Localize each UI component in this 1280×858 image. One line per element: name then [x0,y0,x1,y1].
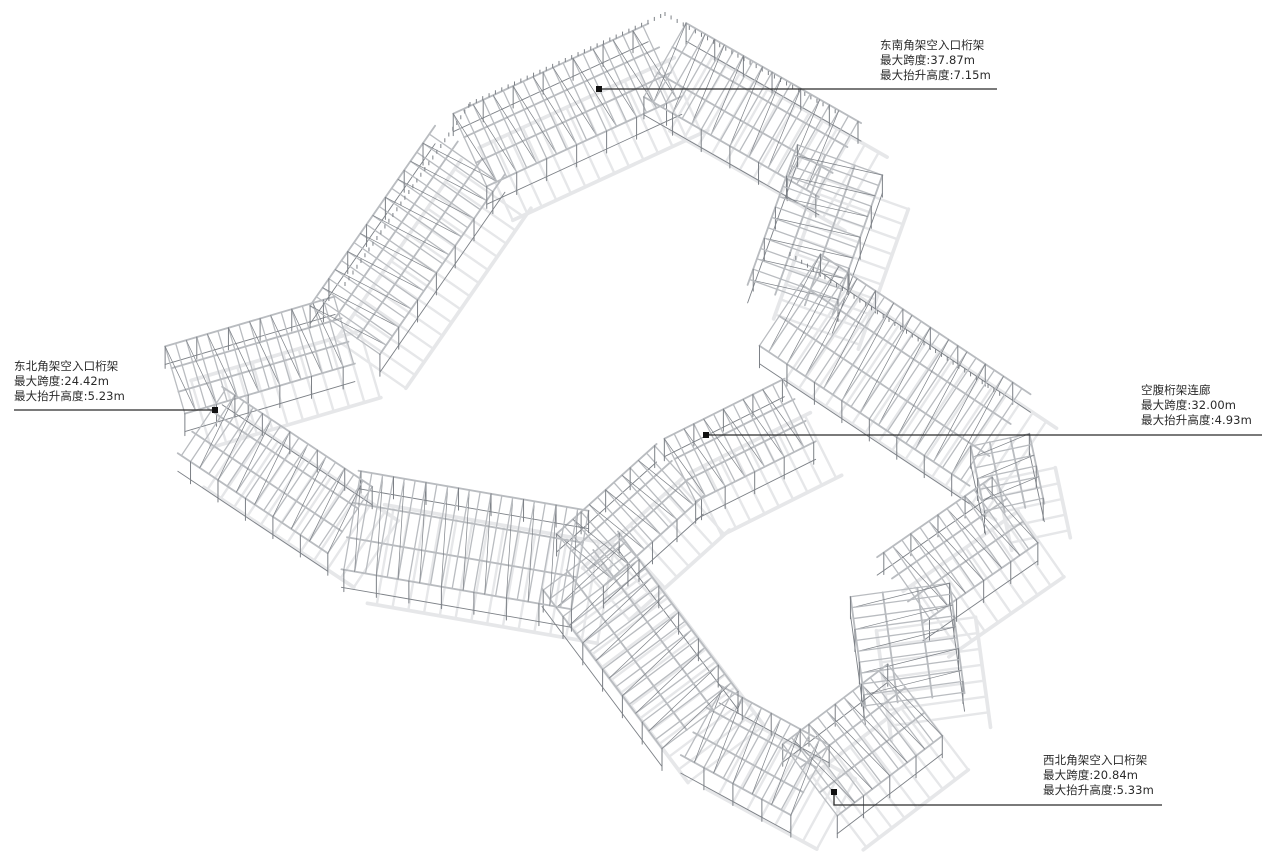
annotation-southeast: 东南角架空入口桁架 最大跨度:37.87m 最大抬升高度:7.15m [880,38,991,83]
truss-members [164,12,1046,839]
annotation-span: 最大跨度:20.84m [1043,768,1139,782]
annotation-span: 最大跨度:37.87m [880,53,976,67]
annotation-lift: 最大抬升高度:4.93m [1141,413,1252,427]
leader-lines [14,86,1262,806]
annotation-northeast: 东北角架空入口桁架 最大跨度:24.42m 最大抬升高度:5.23m [14,359,125,404]
annotation-northwest: 西北角架空入口桁架 最大跨度:20.84m 最大抬升高度:5.33m [1043,753,1154,798]
annotation-corridor: 空腹桁架连廊 最大跨度:32.00m 最大抬升高度:4.93m [1141,383,1252,428]
annotation-span: 最大跨度:32.00m [1141,398,1237,412]
annotation-title: 空腹桁架连廊 [1141,383,1211,397]
annotation-lift: 最大抬升高度:5.23m [14,389,125,403]
annotation-span: 最大跨度:24.42m [14,374,110,388]
annotation-title: 东南角架空入口桁架 [880,38,985,52]
annotation-lift: 最大抬升高度:5.33m [1043,783,1154,797]
annotation-title: 东北角架空入口桁架 [14,359,119,373]
annotation-lift: 最大抬升高度:7.15m [880,68,991,82]
annotation-title: 西北角架空入口桁架 [1043,753,1148,767]
